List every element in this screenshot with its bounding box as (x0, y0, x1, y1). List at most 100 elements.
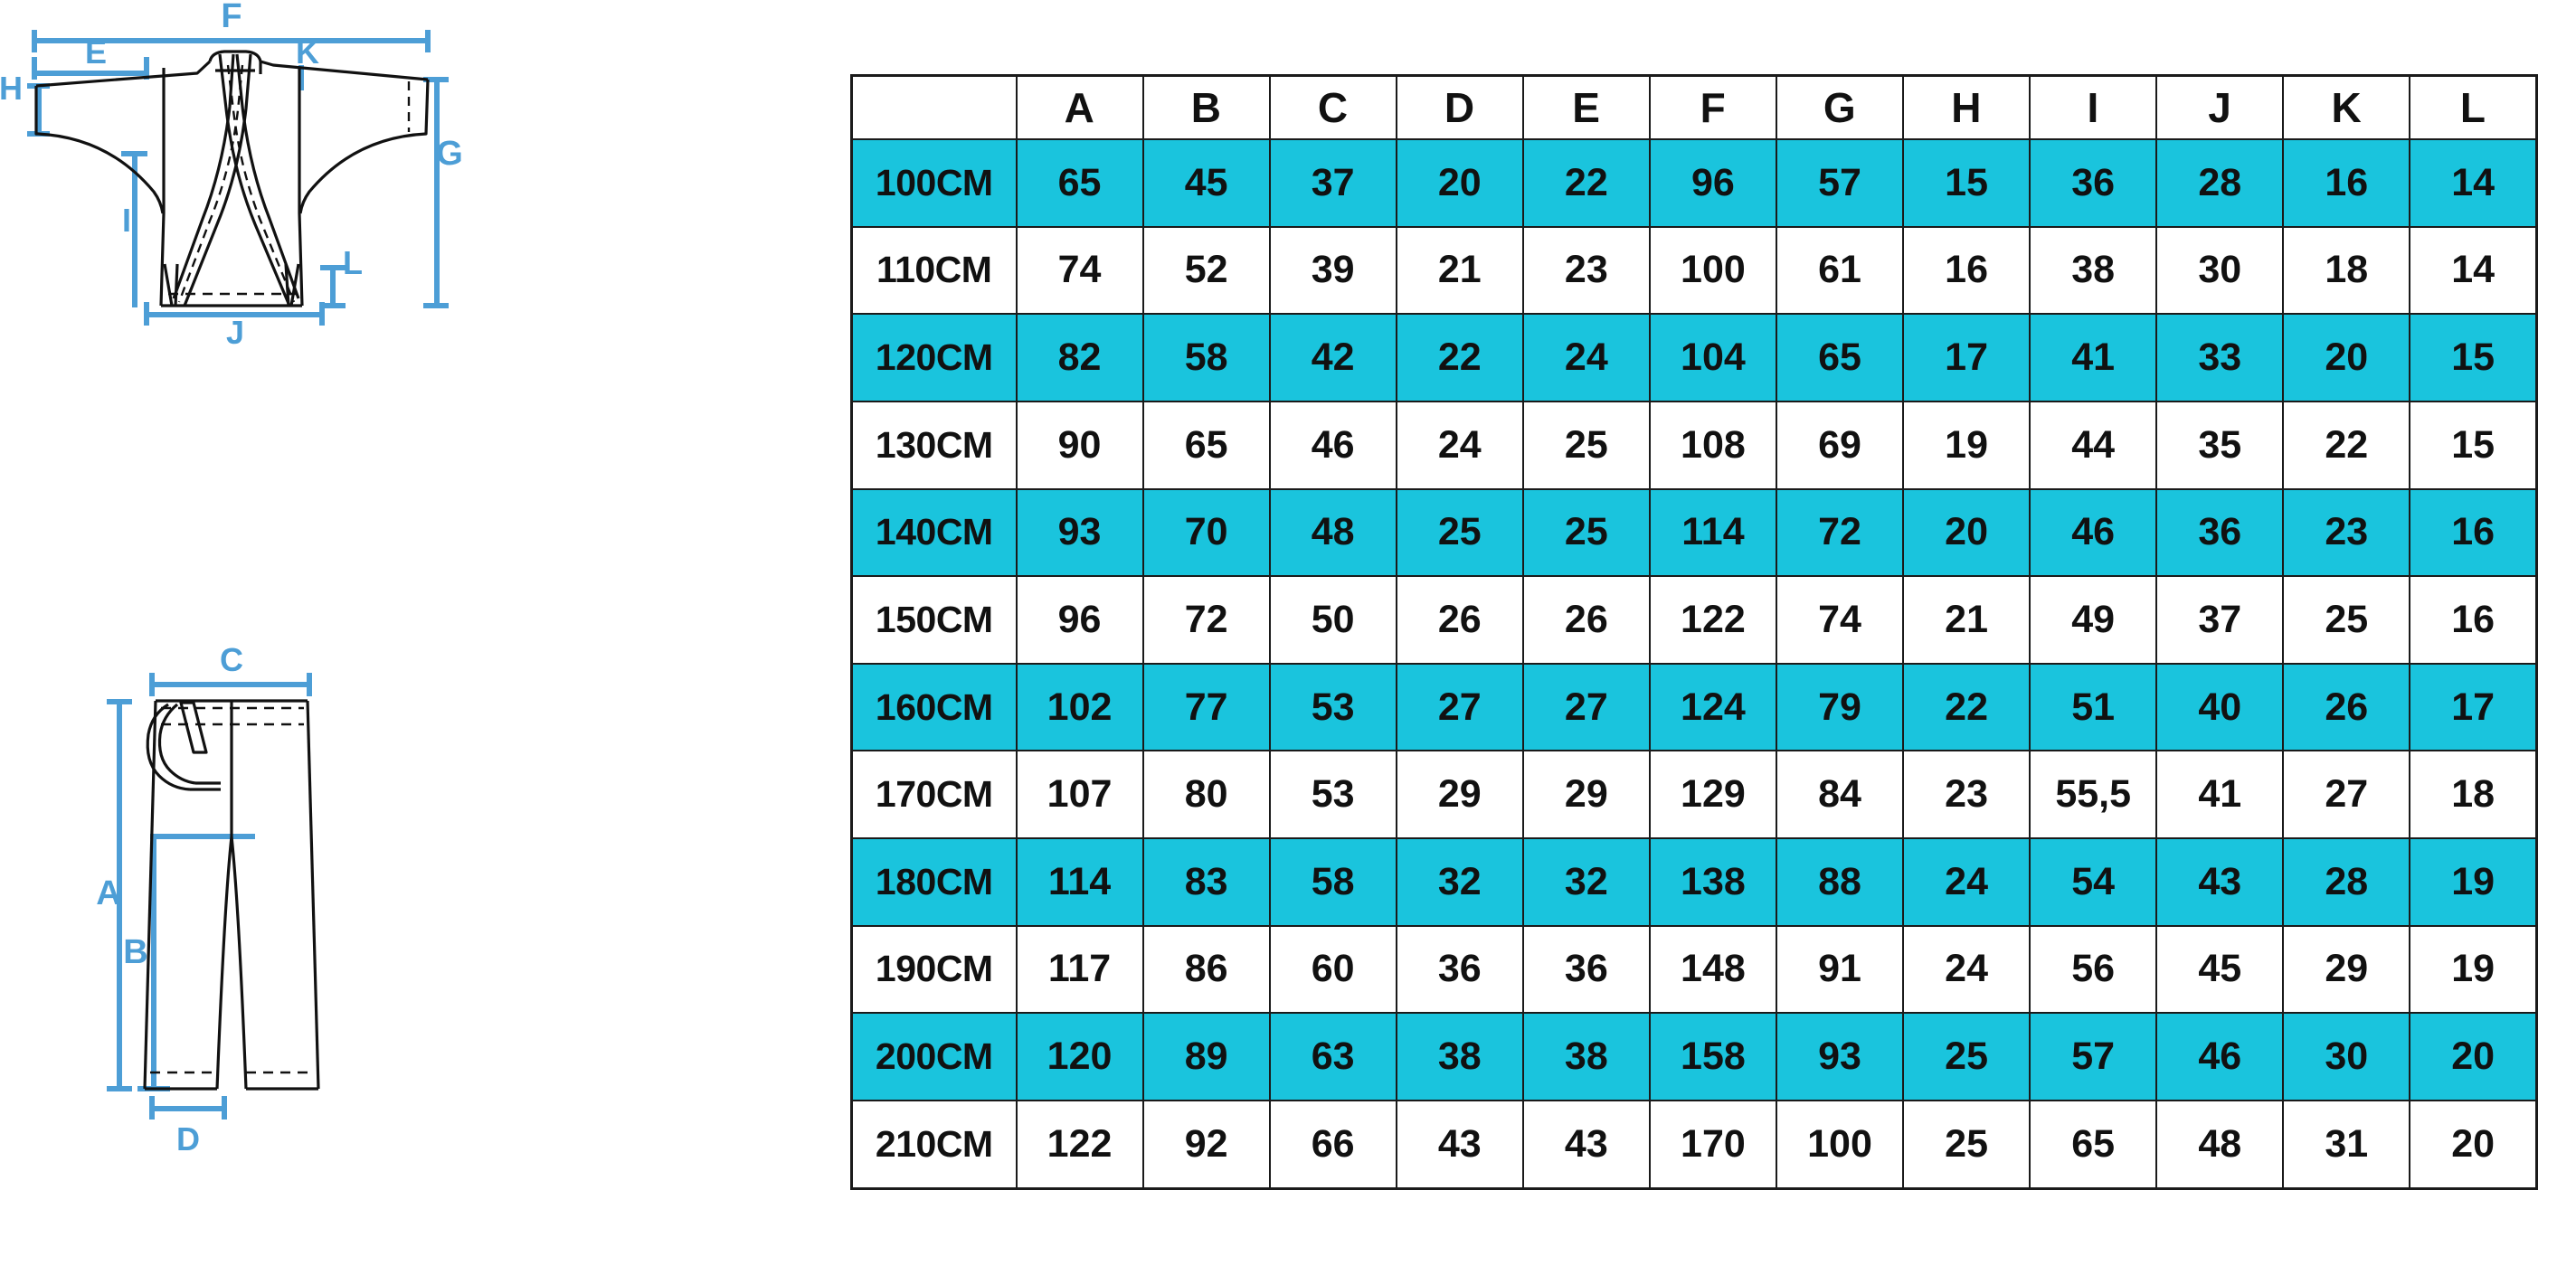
measurement-cell: 22 (1521, 138, 1651, 228)
measurement-cell: 50 (1268, 575, 1397, 665)
jacket-group: F E K H (0, 0, 463, 351)
measurement-cell: 114 (1648, 487, 1777, 578)
header-cell-j: J (2155, 74, 2285, 140)
measurement-cell: 124 (1648, 662, 1777, 752)
measurement-cell: 30 (2155, 225, 2285, 316)
measurement-cell: 33 (2155, 313, 2285, 402)
row-size-label: 160CM (850, 662, 1018, 752)
header-cell-i: I (2029, 74, 2158, 140)
measurement-cell: 23 (2282, 487, 2411, 578)
measurement-cell: 74 (1015, 225, 1144, 316)
dimension-f (32, 30, 431, 52)
measurement-cell: 41 (2155, 750, 2285, 839)
dimension-d (149, 1096, 227, 1120)
measurement-cell: 92 (1141, 1099, 1271, 1190)
measurement-cell: 25 (1521, 400, 1651, 490)
header-cell-f: F (1648, 74, 1777, 140)
measurement-cell: 40 (2155, 662, 2285, 752)
measurement-cell: 24 (1395, 400, 1524, 490)
measurement-cell: 20 (2409, 1099, 2538, 1190)
label-h: H (0, 70, 23, 107)
measurement-cell: 96 (1015, 575, 1144, 665)
measurement-cell: 120 (1015, 1012, 1144, 1101)
measurement-cell: 90 (1015, 400, 1144, 490)
measurement-cell: 104 (1648, 313, 1777, 402)
header-cell-d: D (1395, 74, 1524, 140)
label-l: L (343, 244, 363, 281)
dimension-h (27, 83, 50, 137)
measurement-cell: 88 (1775, 837, 1905, 927)
measurement-cell: 100 (1775, 1099, 1905, 1190)
row-size-label: 190CM (850, 924, 1018, 1015)
measurement-cell: 38 (1521, 1012, 1651, 1101)
measurement-cell: 72 (1141, 575, 1271, 665)
measurement-cell: 80 (1141, 750, 1271, 839)
header-cell-e: E (1521, 74, 1651, 140)
dimension-i (121, 151, 147, 307)
measurement-cell: 14 (2409, 225, 2538, 316)
measurement-cell: 21 (1902, 575, 2031, 665)
dimension-j (144, 302, 325, 326)
measurement-cell: 22 (1902, 662, 2031, 752)
measurement-cell: 56 (2029, 924, 2158, 1015)
measurement-cell: 42 (1268, 313, 1397, 402)
measurement-cell: 28 (2282, 837, 2411, 927)
row-size-label: 210CM (850, 1099, 1018, 1190)
measurement-cell: 45 (1141, 138, 1271, 228)
measurement-cell: 22 (1395, 313, 1524, 402)
measurement-cell: 122 (1648, 575, 1777, 665)
measurement-cell: 70 (1141, 487, 1271, 578)
measurement-cell: 53 (1268, 750, 1397, 839)
measurement-cell: 19 (2409, 837, 2538, 927)
measurement-cell: 31 (2282, 1099, 2411, 1190)
measurement-cell: 57 (2029, 1012, 2158, 1101)
measurement-cell: 20 (2282, 313, 2411, 402)
measurement-cell: 100 (1648, 225, 1777, 316)
measurement-cell: 51 (2029, 662, 2158, 752)
measurement-cell: 86 (1141, 924, 1271, 1015)
header-cell-corner (850, 74, 1018, 140)
measurement-cell: 29 (2282, 924, 2411, 1015)
row-size-label: 170CM (850, 750, 1018, 839)
measurement-cell: 91 (1775, 924, 1905, 1015)
measurement-cell: 93 (1015, 487, 1144, 578)
measurement-cell: 96 (1648, 138, 1777, 228)
label-g: G (436, 135, 463, 173)
measurement-cell: 26 (2282, 662, 2411, 752)
measurement-cell: 32 (1521, 837, 1651, 927)
measurement-cell: 43 (1395, 1099, 1524, 1190)
measurement-cell: 22 (2282, 400, 2411, 490)
measurement-cell: 15 (2409, 313, 2538, 402)
measurement-cell: 82 (1015, 313, 1144, 402)
measurement-cell: 18 (2409, 750, 2538, 839)
measurement-cell: 74 (1775, 575, 1905, 665)
measurement-cell: 27 (1521, 662, 1651, 752)
measurement-cell: 16 (2409, 575, 2538, 665)
measurement-cell: 36 (1395, 924, 1524, 1015)
garment-diagram-svg: F E K H (0, 0, 463, 1157)
pants-outline (143, 699, 320, 1091)
measurement-cell: 16 (2409, 487, 2538, 578)
row-size-label: 100CM (850, 138, 1018, 228)
measurement-cell: 54 (2029, 837, 2158, 927)
dimension-c (149, 673, 312, 696)
header-cell-c: C (1268, 74, 1397, 140)
measurement-cell: 114 (1015, 837, 1144, 927)
measurement-cell: 41 (2029, 313, 2158, 402)
measurement-cell: 84 (1775, 750, 1905, 839)
pants-group: C A B (96, 641, 320, 1157)
measurement-cell: 46 (1268, 400, 1397, 490)
measurement-cell: 53 (1268, 662, 1397, 752)
measurement-cell: 148 (1648, 924, 1777, 1015)
measurement-cell: 27 (2282, 750, 2411, 839)
